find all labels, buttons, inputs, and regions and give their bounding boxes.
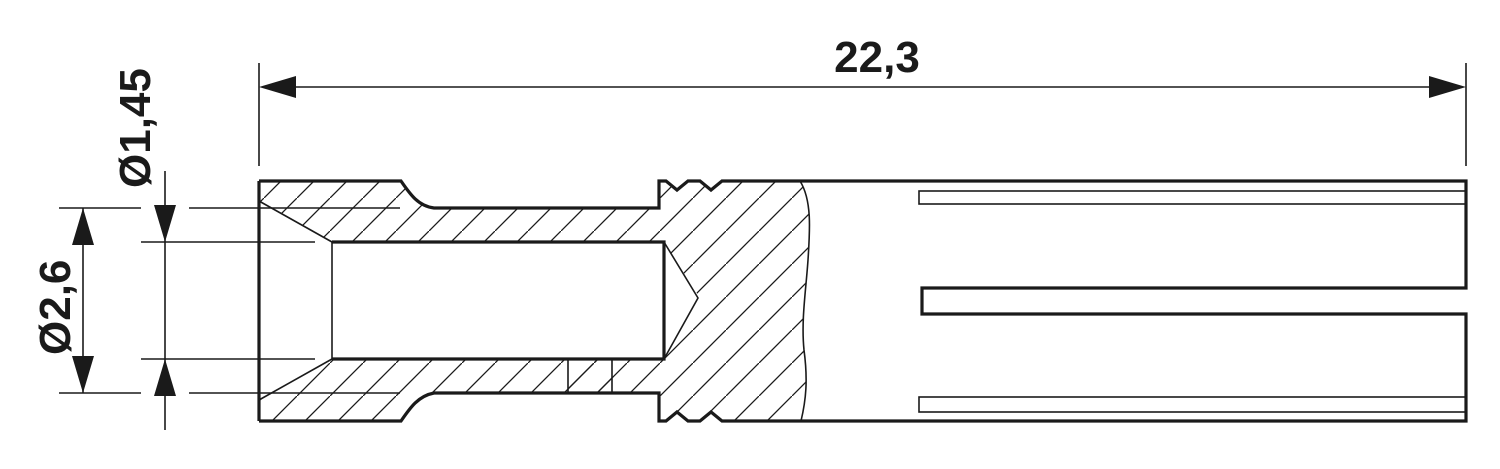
bore-contour [332, 240, 666, 361]
overall-length-dimension: 22,3 [258, 33, 1467, 166]
outer-contour [259, 179, 1468, 423]
inner-diameter-label: Ø1,45 [111, 68, 160, 188]
break-line [799, 180, 811, 422]
arrow-left-icon [259, 76, 296, 98]
arrow-right-icon [1429, 76, 1466, 98]
spring-slot-top [918, 190, 1467, 205]
outer-diameter-label: Ø2,6 [31, 260, 80, 355]
chamfer-top [258, 200, 333, 243]
arrow-up-icon [154, 359, 176, 396]
arrow-down-icon [72, 356, 94, 393]
arrow-up-icon [72, 208, 94, 245]
arrow-down-icon [154, 205, 176, 242]
outer-diameter-dimension: Ø2,6 [31, 207, 400, 394]
inspection-hole [567, 359, 613, 393]
part-outline [257, 179, 1468, 423]
overall-length-label: 22,3 [834, 33, 920, 82]
chamfer-bottom [258, 358, 333, 401]
inner-diameter-dimension: Ø1,45 [111, 68, 315, 430]
spring-slot-bottom [918, 396, 1467, 413]
drill-point [663, 241, 699, 360]
